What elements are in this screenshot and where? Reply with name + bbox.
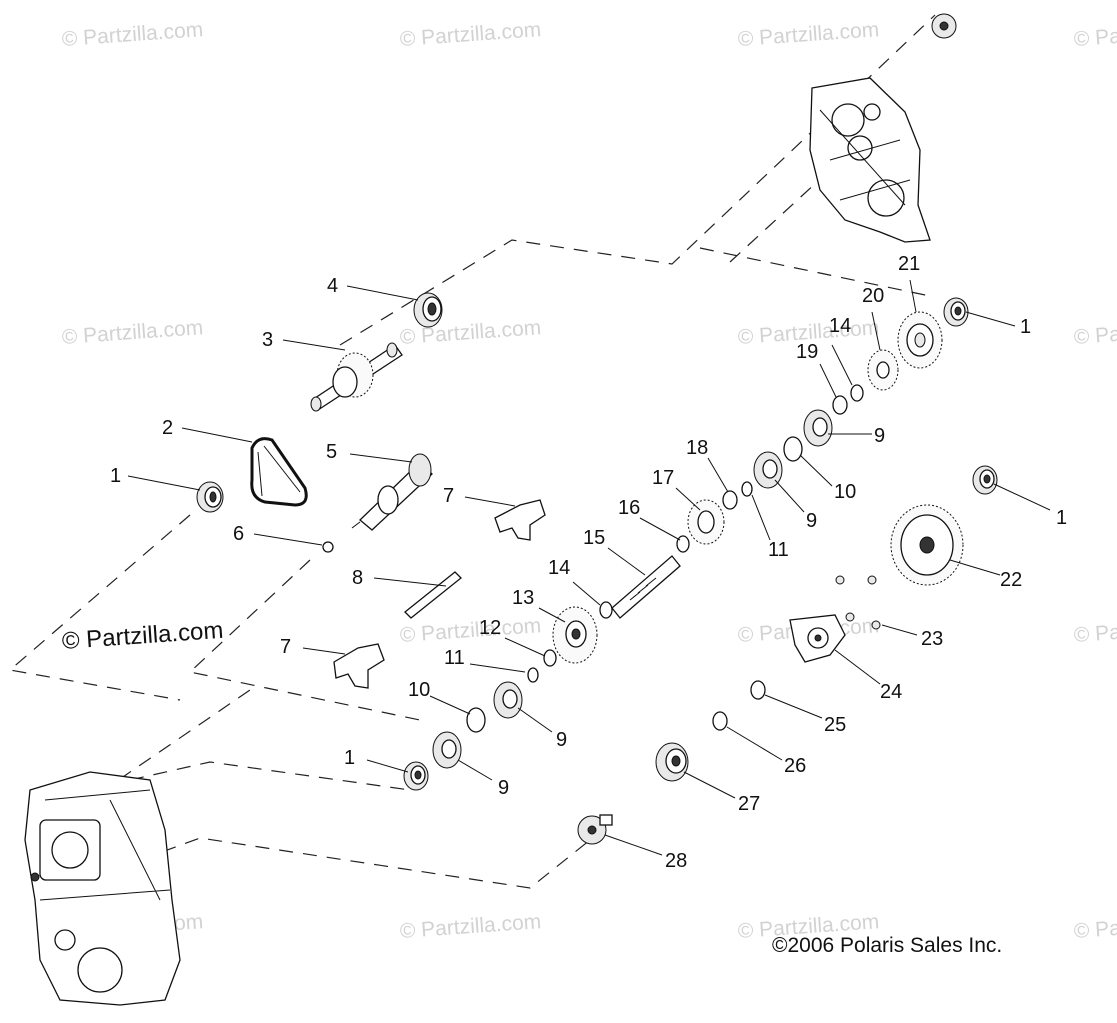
shift-rod-8 [404,571,462,619]
callout-25: 25 [824,714,846,736]
assembly-guide-line [188,559,421,721]
callout-24: 24 [880,681,902,703]
callout-1: 1 [344,747,355,769]
assembly-guide-line [129,761,411,791]
gear-20 [867,349,899,391]
bearing-1-upper-right [943,297,969,327]
shaft-3 [310,342,403,412]
callout-1: 1 [110,465,121,487]
callout-10: 10 [834,481,856,503]
leader-lines [127,279,1051,856]
callout-15: 15 [583,527,605,549]
shift-drum-5 [351,453,433,531]
washer-16 [676,535,690,553]
washer-14-upper [850,384,864,402]
gear-13 [552,606,598,664]
ring-19 [832,395,848,415]
ring-25 [750,680,766,700]
callout-27: 27 [738,793,760,815]
ring-10-lower [466,707,486,733]
bearing-1-left [196,481,224,513]
gear-17 [687,499,725,545]
assembly-guide-line [339,14,936,346]
callout-22: 22 [1000,569,1022,591]
callout-19: 19 [796,341,818,363]
callout-9: 9 [556,729,567,751]
assembly-guide-line [8,514,191,701]
callout-7: 7 [443,485,454,507]
callout-9: 9 [874,425,885,447]
callout-3: 3 [262,329,273,351]
bearing-4 [413,292,443,328]
callout-1: 1 [1056,507,1067,529]
assembly-guide-line [729,169,831,263]
bearing-9-b [803,409,833,447]
transmission-case-lower [24,771,181,1006]
shift-fork-7-upper [494,499,546,541]
bracket-24 [789,614,846,663]
callout-1: 1 [1020,316,1031,338]
bearing-1-lower [403,761,429,791]
bearing-9-c [493,681,523,719]
chain-2 [250,437,308,507]
callout-numbers: 4 3 2 1 5 6 7 8 7 1 10 11 12 13 14 15 16… [110,253,1067,872]
callout-14: 14 [548,557,570,579]
bearing-27 [655,742,689,782]
callout-16: 16 [618,497,640,519]
callout-9: 9 [806,510,817,532]
callout-11: 11 [444,647,465,669]
callout-5: 5 [326,441,337,463]
bearing-9-d [432,731,462,769]
callout-11: 11 [768,539,789,561]
ring-18 [722,490,738,510]
assembly-guide-line [139,837,591,889]
ring-26 [712,711,728,731]
shift-fork-7-lower [333,643,385,689]
gear-22 [890,504,964,586]
sensor-28 [577,814,613,845]
shaft-15 [611,555,681,619]
copyright-notice: ©2006 Polaris Sales Inc. [772,934,1003,957]
callout-2: 2 [162,417,173,439]
callout-14: 14 [829,315,851,337]
ring-11-lower [527,667,539,683]
callout-26: 26 [784,755,806,777]
callout-28: 28 [665,850,687,872]
callout-8: 8 [352,567,363,589]
assembly-guide-line [699,247,931,297]
ring-12 [543,649,557,667]
ring-10-upper [783,436,803,462]
bearing-9-a [753,451,783,489]
bolts-23 [835,575,881,630]
callout-18: 18 [686,437,708,459]
callout-7: 7 [280,636,291,658]
callout-12: 12 [479,617,501,639]
bearing-1-right [972,465,998,495]
washer-14-lower [599,601,613,619]
gear-21 [897,311,943,369]
callout-23: 23 [921,628,943,650]
callout-17: 17 [652,467,674,489]
callout-20: 20 [862,285,884,307]
case-cover-upper [809,13,957,243]
callout-9: 9 [498,777,509,799]
callout-13: 13 [512,587,534,609]
callout-21: 21 [898,253,920,275]
callout-6: 6 [233,523,244,545]
ring-11-upper [741,481,753,497]
clip-6 [322,541,334,553]
callout-10: 10 [408,679,430,701]
callout-4: 4 [327,275,338,297]
